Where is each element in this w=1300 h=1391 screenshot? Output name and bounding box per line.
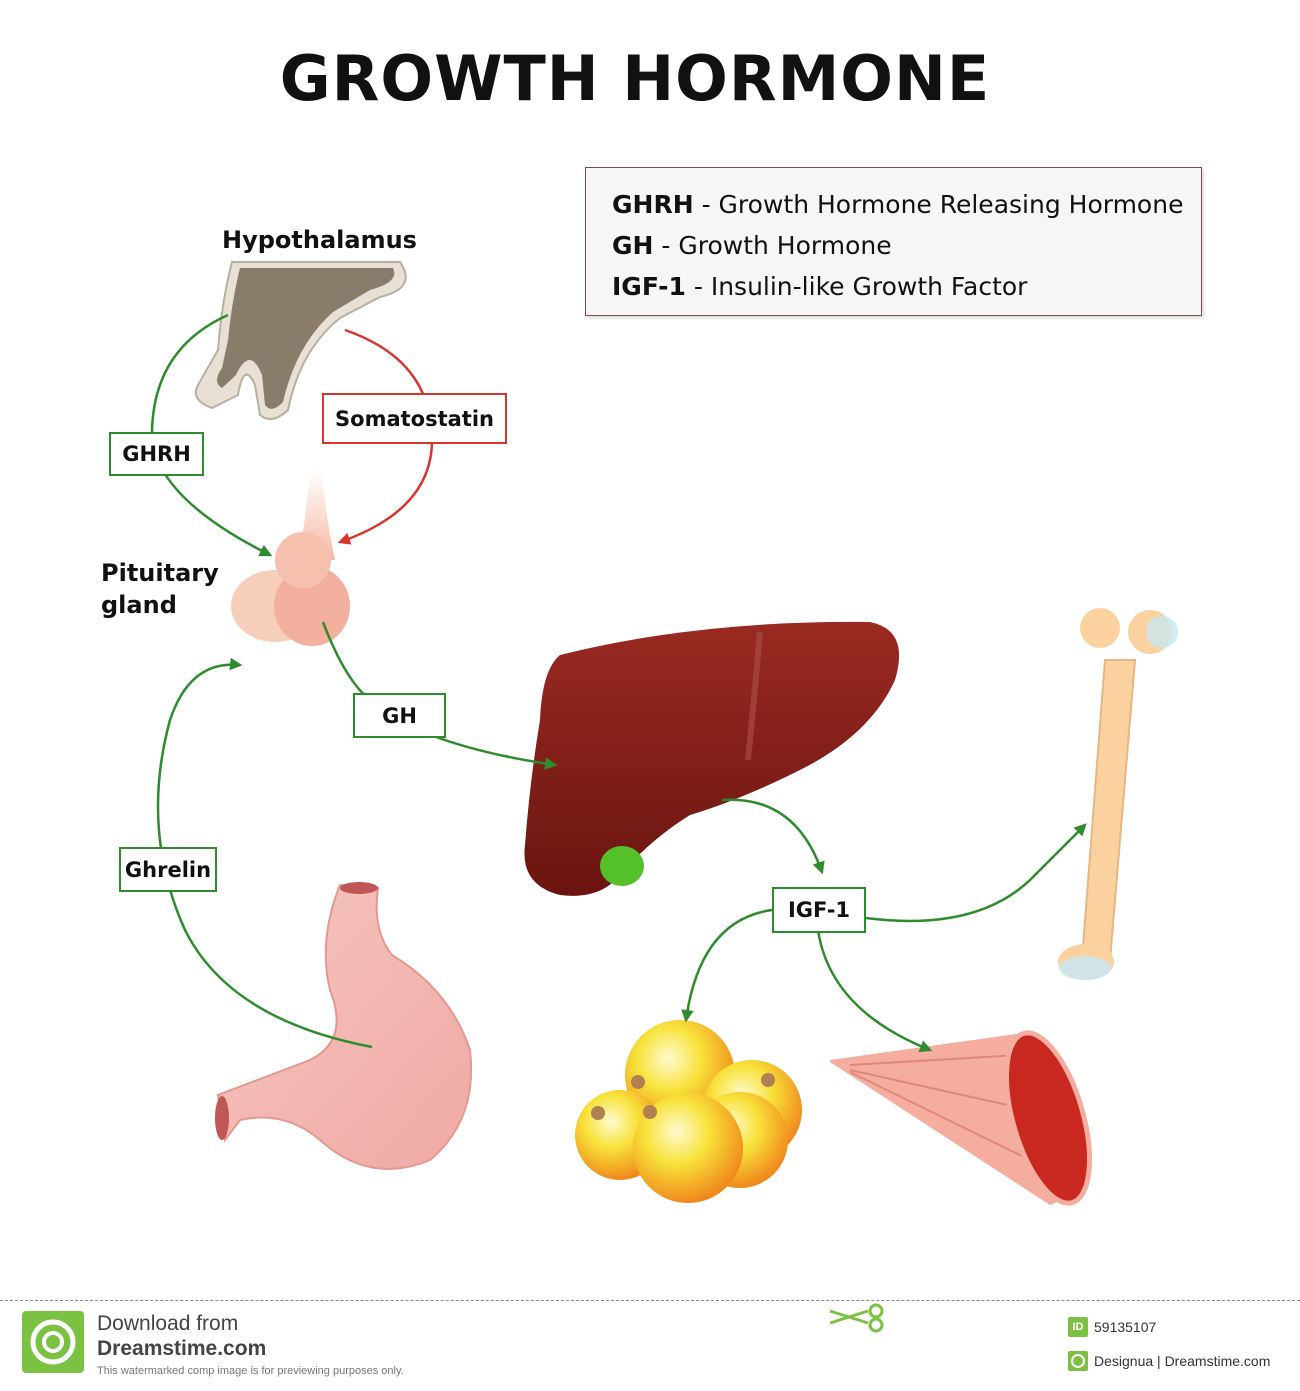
legend-abbr: IGF-1 [612,272,686,301]
watermark-notice: This watermarked comp image is for previ… [97,1365,404,1377]
stomach-illustration [215,882,473,1170]
image-id: 59135107 [1094,1319,1157,1335]
hypothalamus-label: Hypothalamus [222,226,417,254]
image-credit: Designua | Dreamstime.com [1094,1353,1271,1369]
ghrh-box: GHRH [109,432,204,476]
hypothalamus-illustration [194,261,407,420]
legend-abbr: GH [612,231,654,260]
legend-abbr: GHRH [612,190,694,219]
pituitary-illustration [231,470,350,646]
legend-item: GHRH - Growth Hormone Releasing Hormone [612,184,1201,225]
ghrelin-box: Ghrelin [119,847,217,892]
legend-text: - Growth Hormone [661,231,892,260]
bone-illustration [1058,608,1178,980]
copyright-icon [1068,1351,1088,1371]
igf1-to-bone-arrow [865,823,1087,923]
igf1-box: IGF-1 [772,887,866,933]
fat-cells-illustration [575,1020,802,1203]
diagram-canvas [150,261,1178,1206]
liver-to-igf1-arrow [721,798,825,875]
watermark-footer: Download from Dreamstime.com This waterm… [0,1300,1300,1391]
pituitary-label-line1: Pituitary [101,559,219,587]
legend-text: - Growth Hormone Releasing Hormone [701,190,1184,219]
scissors-icon [829,1303,884,1333]
pituitary-label-line2: gland [101,591,177,619]
legend-text: - Insulin-like Growth Factor [693,272,1028,301]
gh-box: GH [353,693,446,738]
muscle-illustration [830,1030,1092,1206]
dreamstime-logo-icon [22,1311,84,1373]
page-title: GROWTH HORMONE [279,42,991,115]
legend-item: GH - Growth Hormone [612,225,1201,266]
igf1-to-fat-arrow [681,908,773,1023]
somatostatin-box: Somatostatin [322,393,507,444]
download-text: Download from [97,1312,239,1335]
abbreviation-legend: GHRH - Growth Hormone Releasing Hormone … [585,167,1202,316]
download-site: Dreamstime.com [97,1337,267,1360]
id-badge: ID [1068,1317,1088,1337]
igf1-to-muscle-arrow [816,929,933,1053]
liver-illustration [524,621,900,896]
legend-item: IGF-1 - Insulin-like Growth Factor [612,266,1201,307]
